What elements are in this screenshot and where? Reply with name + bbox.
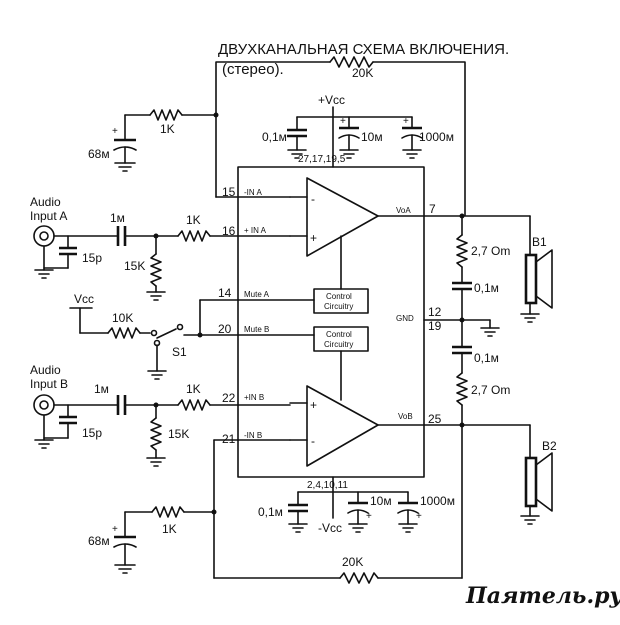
bias-network-b: 1K + 68м: [88, 506, 215, 574]
svg-text:+: +: [310, 231, 317, 245]
svg-text:Control: Control: [326, 330, 352, 339]
label-in-plus-a: + IN A: [244, 226, 267, 235]
pin-25: 25: [428, 412, 442, 426]
input-a-filter-cap: 15р: [82, 251, 102, 265]
vcc-bottom-label: -Vcc: [318, 521, 342, 535]
svg-text:-: -: [311, 192, 315, 206]
control-circuitry-a: [313, 288, 369, 314]
ic-body: [237, 166, 425, 478]
feedback-resistor-bottom: 20K: [211, 424, 463, 584]
pin-21: 21: [222, 432, 236, 446]
input-b-label-2: Input B: [30, 377, 68, 391]
svg-text:+: +: [403, 116, 409, 127]
input-b-jack: [33, 394, 55, 416]
bias-cap-b-label: 68м: [88, 534, 110, 548]
input-a: Audio Input A 15р 1м 15K 1K: [30, 195, 291, 301]
bottom-pins-label: 2,4,10,11: [307, 480, 348, 491]
speaker-b2-label: B2: [542, 439, 557, 453]
vcc-top-label: +Vcc: [318, 93, 345, 107]
bias-res-b-label: 1K: [162, 522, 177, 536]
input-a-shunt-res: 15K: [124, 259, 145, 273]
control-a: Control Circuitry: [237, 288, 369, 314]
feedback-res-bottom-label: 20K: [342, 555, 363, 569]
pin-20: 20: [218, 322, 232, 336]
control-b: Control Circuitry: [237, 326, 369, 401]
label-in-minus-a: -IN A: [244, 188, 262, 197]
top-pins-label: 27,17,19,5: [298, 154, 346, 165]
speaker-b1-coil: [524, 253, 538, 305]
input-a-jack: [33, 225, 55, 247]
speaker-b2-cone: [535, 452, 553, 512]
watermark: Паятель.ру: [465, 583, 620, 609]
pin-14: 14: [218, 286, 232, 300]
top-cap2-label: 10м: [361, 130, 383, 144]
pin-16: 16: [222, 224, 236, 238]
top-cap1-label: 0,1м: [262, 130, 287, 144]
diagram-title: ДВУХКАНАЛЬНАЯ СХЕМА ВКЛЮЧЕНИЯ.: [218, 41, 509, 58]
out-label-a: VoA: [396, 206, 411, 215]
svg-text:+: +: [112, 524, 118, 535]
svg-text:+: +: [366, 511, 372, 522]
pin-15: 15: [222, 185, 236, 199]
svg-text:+: +: [112, 126, 118, 137]
svg-text:+: +: [340, 116, 346, 127]
zobel-cap-a: 0,1м: [474, 281, 499, 295]
feedback-res-top-label: 20K: [352, 66, 373, 80]
pin-22: 22: [222, 391, 236, 405]
bottom-cap2-label: 10м: [370, 494, 392, 508]
top-cap3-label: 1000м: [419, 130, 454, 144]
label-in-plus-b: +IN B: [244, 393, 264, 402]
output-b: 0,1м 2,7 Om B2: [423, 319, 557, 525]
speaker-b2-coil: [524, 456, 538, 508]
bias-network-a: 1K + 68м: [88, 109, 217, 172]
pin-19: 19: [428, 319, 442, 333]
zobel-res-a: 2,7 Om: [471, 244, 510, 258]
label-mute-b: Mute B: [244, 325, 269, 334]
svg-text:Circuitry: Circuitry: [324, 340, 353, 349]
input-b-coupling-cap: 1м: [94, 382, 109, 396]
speaker-b1-cone: [535, 249, 553, 309]
mute-res-label: 10K: [112, 311, 133, 325]
input-a-coupling-cap: 1м: [110, 211, 125, 225]
gnd-label: GND: [396, 314, 414, 323]
pin-12: 12: [428, 305, 442, 319]
speaker-b1-label: B1: [532, 235, 547, 249]
switch-s1-label: S1: [172, 345, 187, 359]
zobel-res-b: 2,7 Om: [471, 383, 510, 397]
bottom-cap1-label: 0,1м: [258, 505, 283, 519]
amplifier-a: - +: [289, 177, 425, 290]
supply-bottom: 2,4,10,11 0,1м -Vcc + 10м + 1000м: [258, 476, 455, 535]
mute-network: Vcc 10K S1: [69, 292, 239, 380]
svg-text:-: -: [311, 434, 315, 448]
out-label-b: VoB: [398, 412, 413, 421]
supply-top: +Vcc 0,1м + 10м + 1000м 27,17,19,5: [262, 93, 454, 168]
diagram-subtitle: (стерео).: [222, 61, 284, 78]
pin-7: 7: [429, 202, 436, 216]
svg-text:Circuitry: Circuitry: [324, 302, 353, 311]
mute-vcc-label: Vcc: [74, 292, 94, 306]
input-a-label-1: Audio: [30, 195, 61, 209]
input-b: Audio Input B 15р 1м 15K 1K: [30, 363, 291, 467]
zobel-cap-b: 0,1м: [474, 351, 499, 365]
input-a-label-2: Input A: [30, 209, 67, 223]
feedback-resistor-top: 20K: [215, 56, 466, 216]
svg-text:+: +: [310, 398, 317, 412]
input-b-shunt-res: 15K: [168, 427, 189, 441]
input-a-series-res: 1K: [186, 213, 201, 227]
svg-text:+: +: [416, 511, 422, 522]
label-in-minus-b: -IN B: [244, 431, 262, 440]
label-mute-a: Mute A: [244, 290, 270, 299]
amplifier-b: + -: [289, 385, 425, 467]
input-b-series-res: 1K: [186, 382, 201, 396]
bias-cap-a-label: 68м: [88, 147, 110, 161]
input-b-label-1: Audio: [30, 363, 61, 377]
svg-text:Control: Control: [326, 292, 352, 301]
output-a: 2,7 Om 0,1м B1: [423, 213, 553, 323]
bias-res-a-label: 1K: [160, 122, 175, 136]
bottom-cap3-label: 1000м: [420, 494, 455, 508]
input-b-filter-cap: 15р: [82, 426, 102, 440]
